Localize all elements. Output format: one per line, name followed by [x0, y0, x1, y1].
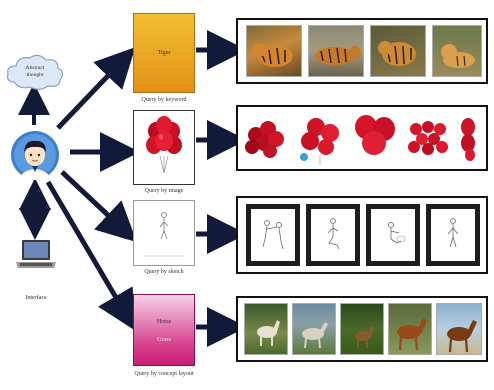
result-balloons-2	[300, 118, 339, 165]
result-balloons-4	[408, 121, 448, 155]
sketch-query-drawing	[144, 212, 184, 257]
cloud-icon	[7, 54, 64, 90]
result-horse-4[interactable]	[388, 303, 432, 355]
arrow-to-concept	[45, 180, 136, 331]
result-tiger-3[interactable]	[370, 25, 426, 77]
laptop-icon	[16, 240, 56, 268]
arrow-to-keyword	[56, 47, 136, 130]
result-sketch-2[interactable]	[306, 204, 360, 266]
sketch-figure-1	[262, 220, 284, 250]
image-query-box[interactable]	[133, 110, 195, 185]
concept-query-text-bottom: Grass	[157, 337, 171, 343]
result-sketch-3[interactable]	[366, 204, 420, 266]
tiger-photo-1	[252, 43, 293, 67]
result-sketch-4[interactable]	[426, 204, 480, 266]
result-horse-1[interactable]	[244, 303, 288, 355]
horse-photo-3	[355, 326, 374, 348]
horse-photo-4	[397, 318, 427, 351]
sketch-figure-3	[388, 222, 406, 244]
keyword-results-strip	[236, 18, 488, 84]
balloons-query-image	[146, 116, 182, 174]
user-icon	[11, 131, 59, 180]
abstract-thought-cloud: Abstract thought	[4, 52, 66, 92]
result-balloons-3	[355, 115, 395, 155]
cloud-text-line2: thought	[26, 72, 44, 78]
result-horse-3[interactable]	[340, 303, 384, 355]
sketch-figure-4	[447, 218, 459, 248]
horse-photo-5	[447, 320, 477, 353]
image-query-caption: Query by image	[144, 188, 184, 194]
result-horse-5[interactable]	[436, 303, 482, 355]
result-balloons-1	[245, 121, 284, 158]
tiger-photo-4	[441, 44, 475, 68]
sketch-query-box[interactable]	[133, 200, 195, 266]
user-avatar	[10, 128, 60, 182]
horse-photo-2	[302, 322, 328, 349]
result-tiger-1[interactable]	[246, 25, 302, 77]
sketch-query-caption: Query by sketch	[144, 269, 184, 275]
result-horse-2[interactable]	[292, 303, 336, 355]
cloud-text-line1: Abstract	[25, 65, 45, 71]
concept-query-caption: Query by concept layout	[134, 371, 194, 377]
result-balloons-5	[461, 118, 475, 161]
keyword-query-caption: Query by keyword	[141, 97, 187, 103]
concept-query-text-top: Horse	[156, 319, 172, 325]
sketch-results-strip	[236, 196, 488, 274]
tiger-photo-3	[378, 41, 416, 66]
tiger-photo-2	[315, 46, 361, 65]
balloon-results	[245, 115, 475, 165]
concept-results-strip	[236, 296, 488, 362]
result-sketch-1[interactable]	[246, 204, 300, 266]
arrow-to-sketch	[60, 170, 137, 243]
result-tiger-4[interactable]	[432, 25, 482, 77]
interface-caption: Interface	[25, 295, 47, 301]
image-results-strip	[236, 105, 488, 171]
sketch-figure-2	[327, 218, 340, 250]
horse-photo-1	[257, 320, 280, 346]
concept-query-box[interactable]: Horse Grass	[133, 294, 195, 366]
keyword-query-text: Tiger	[157, 50, 171, 56]
result-tiger-2[interactable]	[308, 25, 364, 77]
keyword-query-box[interactable]: Tiger	[133, 13, 195, 93]
interface-laptop	[14, 238, 58, 272]
